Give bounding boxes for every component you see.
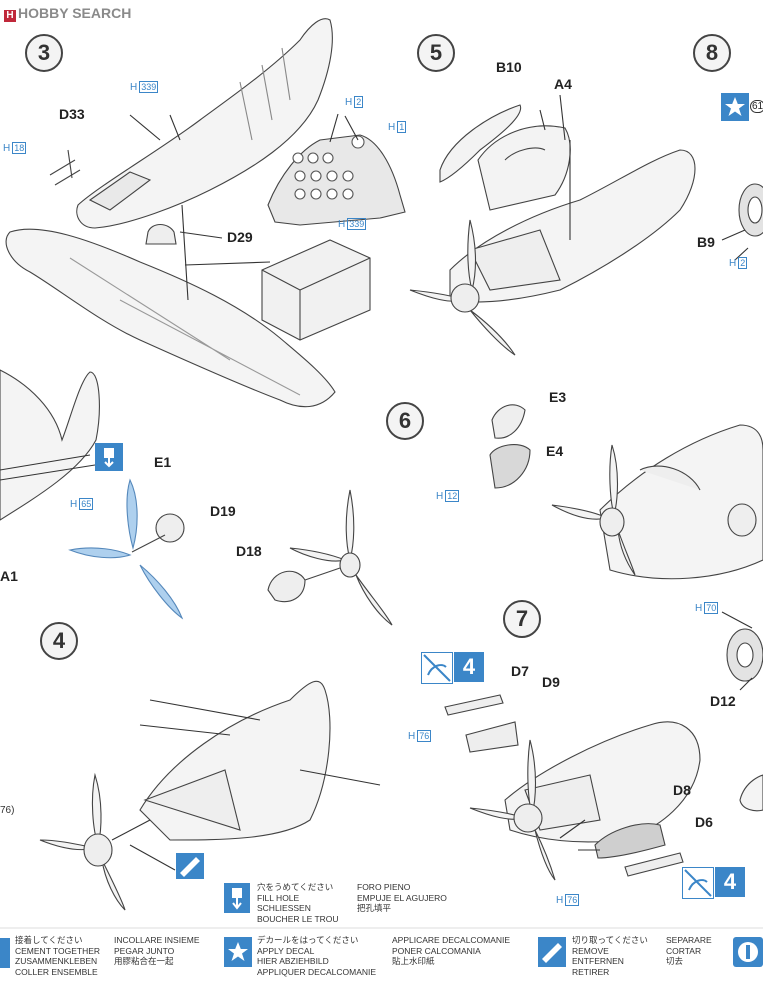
part-d6 [624, 852, 684, 877]
label-d19: D19 [210, 503, 236, 519]
legend-decal-text: デカールをはってください APPLY DECAL HIER ABZIEHBILD… [257, 935, 377, 977]
legend-cement-text: 接着してください CEMENT TOGETHER ZUSAMMENKLEBEN … [15, 935, 101, 977]
label-e3: E3 [549, 389, 567, 405]
part-d7 [444, 694, 504, 716]
decal-ref-4-b: 4 [715, 867, 745, 897]
part-d9 [465, 721, 519, 753]
label-a4: A4 [554, 76, 572, 92]
label-b9: B9 [697, 234, 715, 250]
legend-decal-text-b: APPLICARE DECALCOMANIE PONER CALCOMANIA … [392, 935, 511, 966]
part-d8 [594, 823, 666, 859]
label-d29: D29 [227, 229, 253, 245]
decal-ref-61: 61 [750, 100, 763, 113]
label-a1-fragment: A1 [0, 568, 18, 584]
ref-76-fragment: 76) [0, 805, 15, 816]
logo-badge: H [4, 10, 16, 22]
step-8-number: 8 [693, 34, 731, 72]
wing-step3 [5, 228, 336, 408]
step-7-number: 7 [503, 600, 541, 638]
logo-text: HOBBY SEARCH [18, 5, 132, 21]
legend-option-icon [733, 937, 763, 967]
label-d33: D33 [59, 106, 85, 122]
legend-cement-text-b: INCOLLARE INSIEME PEGAR JUNTO 用膠粘合在一起 [114, 935, 200, 966]
fill-hole-icon [95, 443, 123, 471]
cowl-e4 [489, 444, 531, 489]
fuselage-step6 [599, 424, 763, 580]
legend-fill-hole-icon [224, 883, 250, 913]
label-e4: E4 [546, 443, 564, 459]
step-5-number: 5 [417, 34, 455, 72]
no-glue-icon-b [682, 867, 714, 899]
legend-remove-text-b: SEPARARE CORTAR 切去 [666, 935, 712, 966]
label-d18: D18 [236, 543, 262, 559]
decal-ref-4-a: 4 [454, 652, 484, 682]
remove-part-icon [176, 853, 204, 879]
canopy-b10 [439, 104, 522, 183]
label-b10: B10 [496, 59, 522, 75]
label-d7: D7 [511, 663, 529, 679]
step-4-number: 4 [40, 622, 78, 660]
propeller-assembled [345, 489, 355, 563]
tail-left [0, 369, 100, 521]
label-d9: D9 [542, 674, 560, 690]
star-decal-icon [721, 93, 749, 121]
label-e1: E1 [154, 454, 172, 470]
legend-remove-icon [538, 937, 566, 967]
instrument-panel [267, 134, 406, 226]
legend-cement-icon [0, 938, 10, 968]
legend-fill-hole-text: 穴をうめてください FILL HOLE SCHLIESSEN BOUCHER L… [257, 882, 339, 924]
canopy-a4 [477, 125, 571, 211]
cockpit-tub [261, 239, 371, 341]
propeller-e1 [126, 478, 138, 551]
legend-decal-icon [224, 937, 252, 967]
cowl-e3 [491, 404, 526, 439]
no-glue-icon [421, 652, 453, 684]
step-3-number: 3 [25, 34, 63, 72]
label-d6: D6 [695, 814, 713, 830]
step-6-number: 6 [386, 402, 424, 440]
legend-remove-text: 切り取ってください REMOVE ENTFERNEN RETIRER [572, 935, 648, 977]
label-d8: D8 [673, 782, 691, 798]
legend-fill-hole-text-b: FORO PIENO EMPUJE EL AGUJERO 把孔填平 [357, 882, 447, 913]
label-d12: D12 [710, 693, 736, 709]
